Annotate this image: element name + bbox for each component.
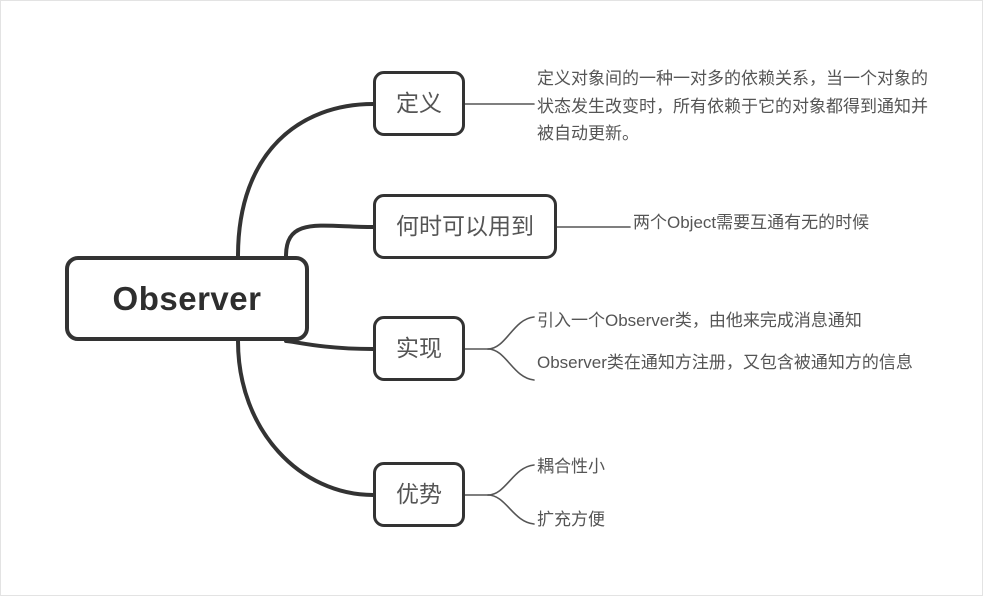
leaf-text-implementation-detail-1: 引入一个Observer类，由他来完成消息通知 [537,311,862,330]
fork-upper-branch-3 [487,464,535,496]
fork-lower-branch-2 [487,348,535,381]
connector-root-to-branch-2 [284,339,375,351]
fork-upper-branch-2 [487,316,535,350]
leaf-text-advantage-2: 扩充方便 [537,510,605,529]
leaf-text-implementation-detail-2: Observer类在通知方注册，又包含被通知方的信息 [537,353,913,372]
fork-branch-2 [464,316,535,381]
branch-node-label: 定义 [396,89,442,116]
fork-branch-3 [464,464,535,525]
branch-node-definition[interactable]: 定义 [373,71,465,136]
root-node-label: Observer [112,279,262,317]
leaf-text-definition-detail: 定义对象间的一种一对多的依赖关系，当一个对象的状态发生改变时，所有依赖于它的对象… [537,69,928,144]
leaf-text-advantage-1: 耦合性小 [537,457,605,476]
branch-node-label: 实现 [396,334,442,361]
branch-node-implementation[interactable]: 实现 [373,316,465,381]
branch-node-when-to-use[interactable]: 何时可以用到 [373,194,557,259]
fork-lower-branch-3 [487,494,535,525]
branch-node-label: 何时可以用到 [396,212,534,239]
root-node[interactable]: Observer [65,256,309,341]
connector-root-to-branch-3 [236,339,375,497]
connector-root-to-branch-1 [284,223,375,258]
leaf-text-when-to-use-detail: 两个Object需要互通有无的时候 [633,213,870,232]
connector-root-to-branch-0 [236,102,375,258]
branch-node-advantages[interactable]: 优势 [373,462,465,527]
branch-node-label: 优势 [396,480,442,507]
